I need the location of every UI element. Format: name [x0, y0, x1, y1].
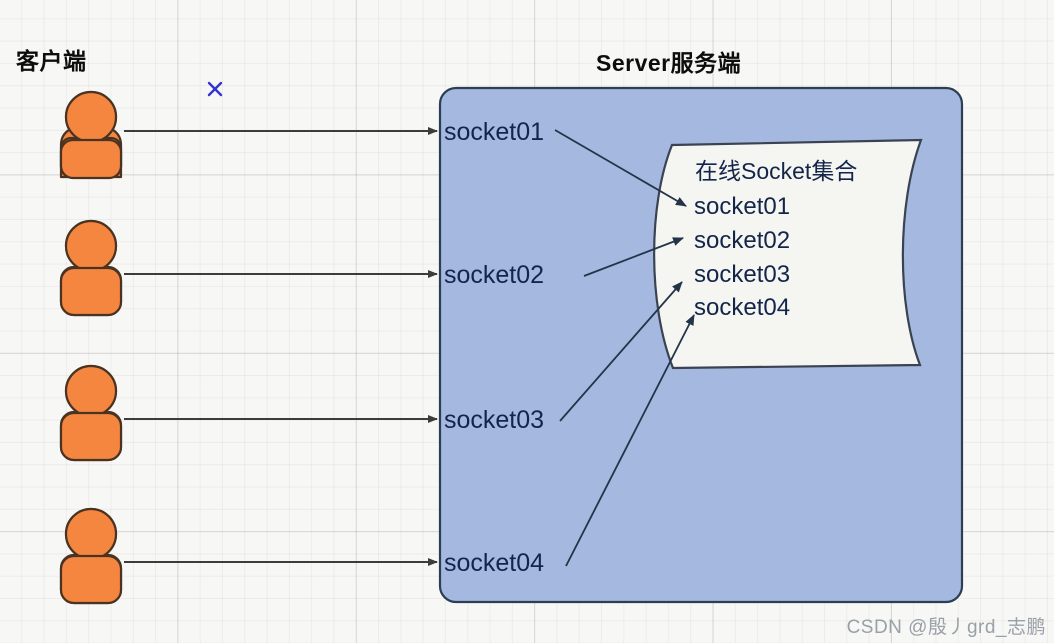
client-body-3 [59, 411, 123, 462]
client-body-1 [59, 138, 123, 180]
server-socket-label-1: socket01 [444, 118, 545, 146]
client-head-1 [64, 90, 118, 144]
online-socket-collection-shape [653, 138, 923, 370]
collection-item-4: socket04 [694, 294, 791, 321]
watermark-text: CSDN @殷丿grd_志鹏 [846, 617, 1046, 638]
collection-title: 在线Socket集合 [695, 158, 858, 184]
cursor-x-icon [207, 81, 223, 97]
client-body-4 [59, 554, 123, 605]
server-socket-label-4: socket04 [444, 549, 545, 577]
server-socket-label-2: socket02 [444, 261, 545, 289]
collection-item-1: socket01 [694, 193, 791, 220]
client-head-2 [64, 219, 118, 273]
client-body-2 [59, 266, 123, 317]
collection-item-3: socket03 [694, 261, 791, 288]
client-side-title: 客户端 [16, 48, 87, 74]
client-head-3 [64, 364, 118, 418]
server-side-title: Server服务端 [596, 50, 742, 76]
collection-arrow-4 [565, 314, 695, 567]
collection-arrow-3 [559, 281, 683, 422]
server-socket-label-3: socket03 [444, 406, 545, 434]
collection-item-2: socket02 [694, 227, 791, 254]
client-head-4 [64, 507, 118, 561]
collection-arrow-1 [554, 129, 687, 207]
collection-arrow-2 [583, 237, 684, 277]
